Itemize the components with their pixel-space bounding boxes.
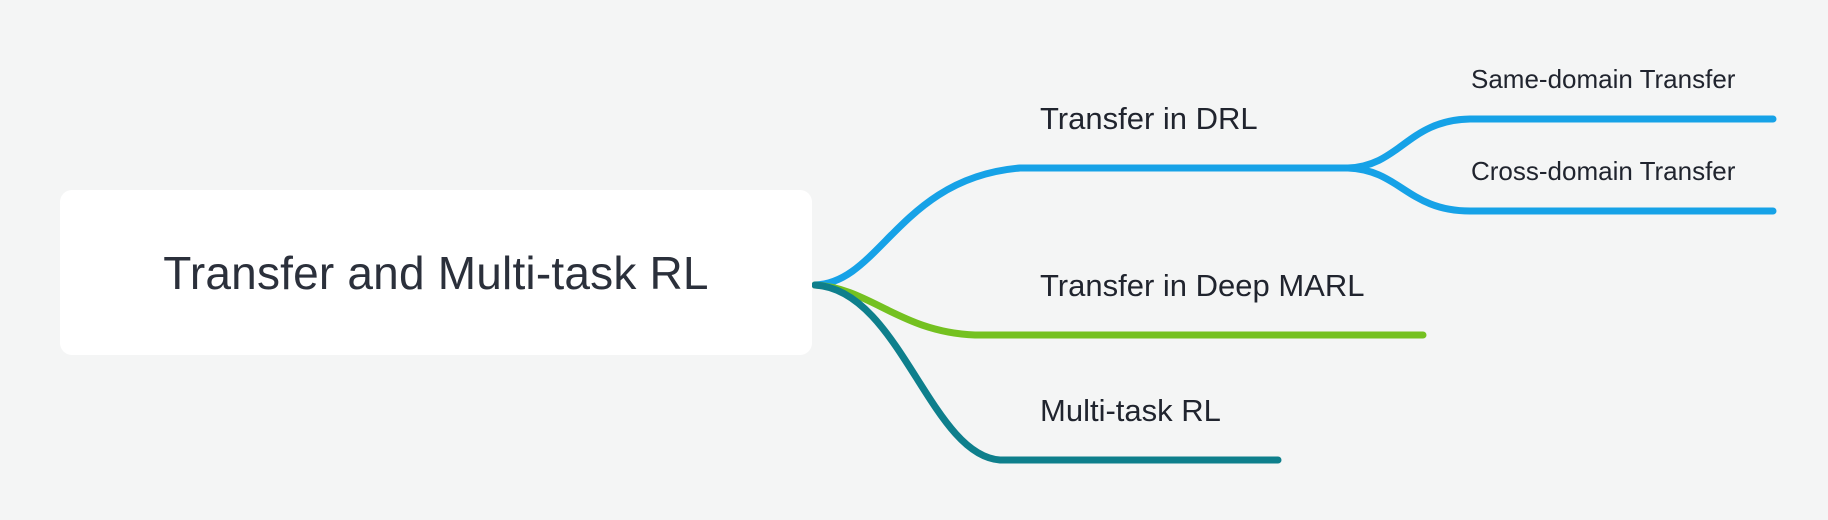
edge-root-to-multi-task-rl bbox=[811, 281, 1282, 464]
root-node[interactable]: Transfer and Multi-task RL bbox=[60, 190, 812, 355]
edge-root-to-transfer-in-drl bbox=[811, 164, 1352, 289]
root-node-label: Transfer and Multi-task RL bbox=[163, 246, 709, 299]
branch-label-transfer-in-deep-marl[interactable]: Transfer in Deep MARL bbox=[1040, 268, 1365, 303]
branch-label-transfer-in-drl[interactable]: Transfer in DRL bbox=[1040, 101, 1258, 136]
branch-label-same-domain-transfer[interactable]: Same-domain Transfer bbox=[1471, 64, 1736, 94]
edge-drl-to-same-domain-transfer bbox=[1344, 115, 1777, 172]
edge-drl-to-cross-domain-transfer bbox=[1344, 164, 1777, 215]
branch-label-multi-task-rl[interactable]: Multi-task RL bbox=[1040, 393, 1221, 428]
branch-label-cross-domain-transfer[interactable]: Cross-domain Transfer bbox=[1471, 156, 1736, 186]
